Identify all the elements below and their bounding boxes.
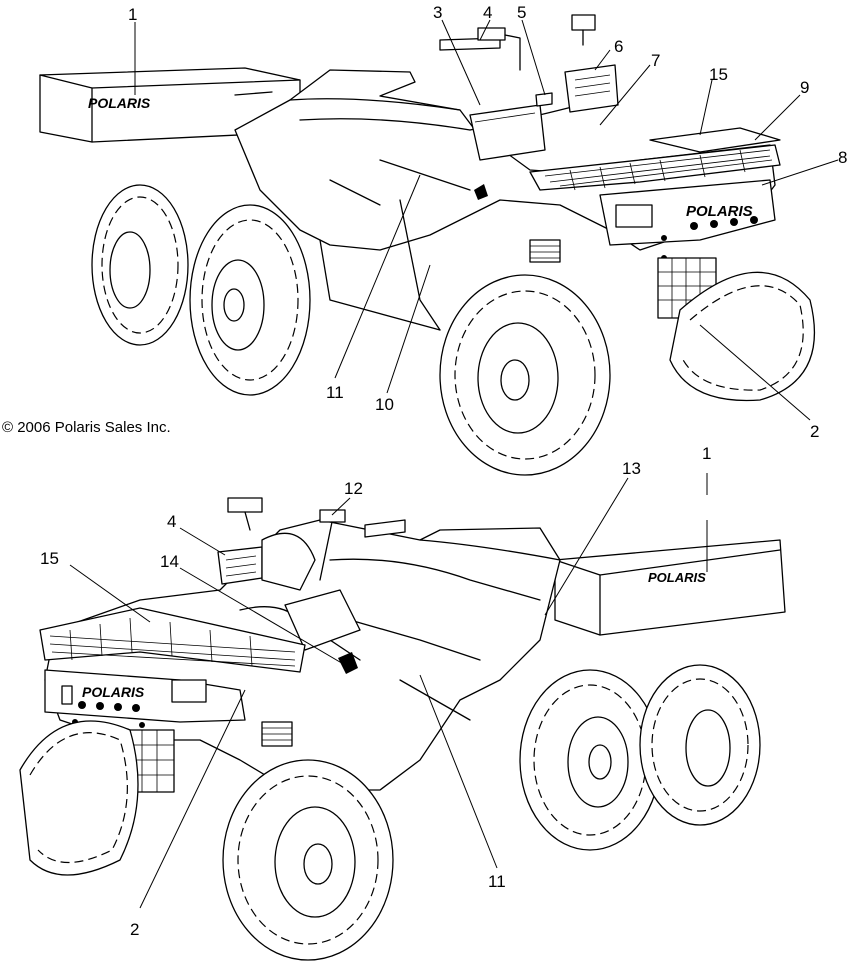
front-polaris-decal: POLARIS: [686, 203, 753, 220]
callout-top-11: 11: [326, 383, 344, 402]
callout-bottom-4: 4: [167, 512, 176, 531]
callout-top-15: 15: [709, 65, 728, 84]
atv-body-bottom: POLARIS: [39, 497, 561, 793]
callout-top-6: 6: [614, 37, 623, 56]
headlight: [615, 204, 653, 228]
speedometer-decal: [564, 64, 619, 113]
callout-bottom-13: 13: [622, 459, 641, 478]
callout-top-8: 8: [838, 148, 847, 167]
front-rack-bottom: [39, 607, 306, 673]
callout-bottom-14: 14: [160, 552, 179, 571]
callout-top-3: 3: [433, 3, 442, 22]
front-rack-rear-section: [649, 127, 781, 153]
callout-top-2: 2: [810, 422, 819, 441]
callout-top-9: 9: [800, 78, 809, 97]
callout-top-10: 10: [375, 395, 394, 414]
rear-cargo-box-bottom: POLARIS: [554, 539, 786, 636]
top-leader-lines: [134, 19, 839, 421]
atv-top-illustration: POLARIS POLARIS: [39, 3, 847, 476]
callout-bottom-2: 2: [130, 920, 139, 939]
callout-top-1: 1: [128, 5, 137, 24]
atv-bottom-illustration: POLARIS POLARIS: [19, 444, 786, 961]
copyright-notice: © 2006 Polaris Sales Inc.: [2, 419, 171, 436]
callout-top-7: 7: [651, 51, 660, 70]
atv-body: POLARIS: [234, 14, 781, 331]
front-wheels: [439, 271, 816, 476]
rear-wheels: [91, 184, 311, 396]
cargo-box-polaris-decal: POLARIS: [88, 95, 151, 111]
front-polaris-decal-bottom: POLARIS: [82, 684, 145, 700]
callout-top-5: 5: [517, 3, 526, 22]
front-wheels-bottom: [19, 720, 394, 961]
speedometer-decal-bottom: [217, 546, 263, 585]
front-rack: [529, 144, 781, 191]
callout-bottom-1: 1: [702, 444, 711, 463]
cargo-box-polaris-decal-bottom: POLARIS: [648, 570, 706, 585]
headlight-bottom: [171, 679, 207, 703]
rear-wheels-bottom: [519, 664, 761, 851]
callout-bottom-15: 15: [40, 549, 59, 568]
callout-bottom-11: 11: [488, 872, 506, 891]
callout-bottom-12: 12: [344, 479, 363, 498]
bottom-leader-lines: [69, 473, 708, 909]
callout-top-4: 4: [483, 3, 492, 22]
